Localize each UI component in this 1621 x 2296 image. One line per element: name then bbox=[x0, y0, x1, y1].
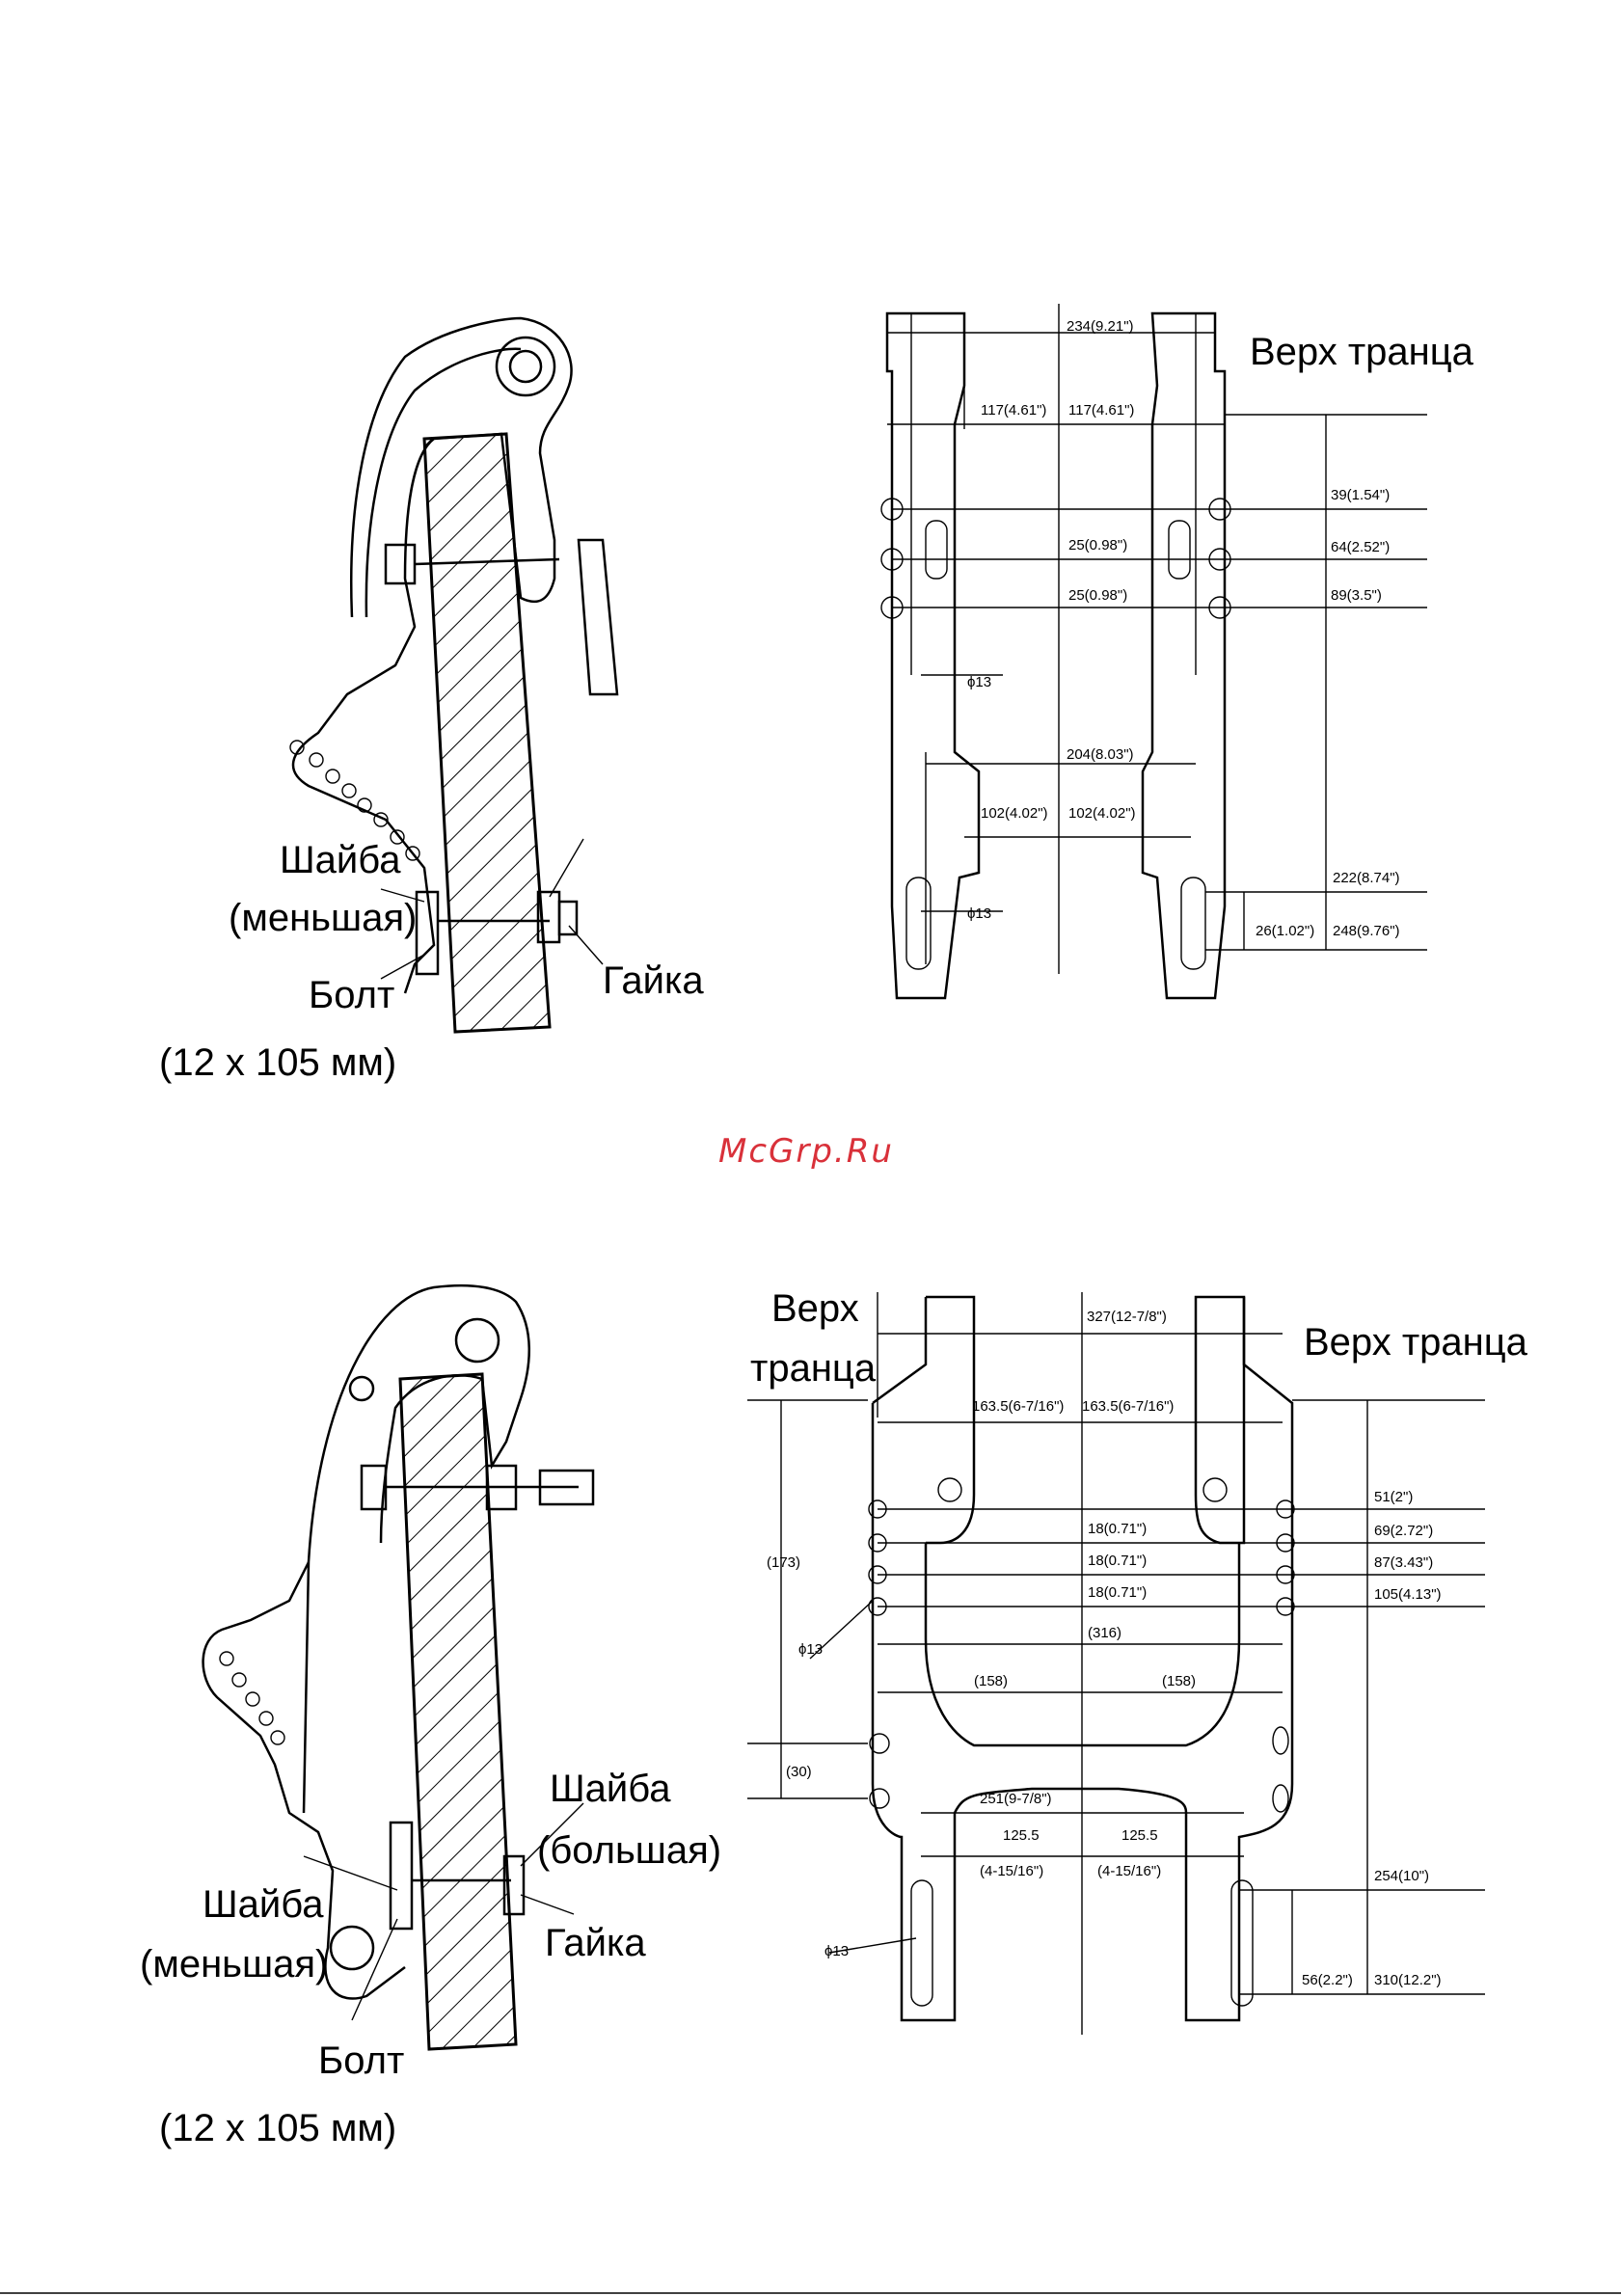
bracket-slot-2 bbox=[348, 1375, 375, 1402]
dim2-lh-right: 125.5 bbox=[1121, 1827, 1158, 1844]
bracket-outline-2 bbox=[302, 1283, 530, 1814]
lower-bolt-size: (12 x 105 мм) bbox=[159, 2107, 396, 2149]
adjust-holes-2 bbox=[219, 1651, 285, 1745]
adjust-holes bbox=[289, 740, 420, 861]
lower-side-view: Шайба (большая) Шайба (меньшая) Болт (12… bbox=[140, 1283, 721, 2149]
bracket-inner-plan-2 bbox=[924, 1543, 1241, 1747]
dim-39: 39(1.54") bbox=[1331, 487, 1390, 503]
dim-half-right: 117(4.61") bbox=[1068, 402, 1134, 419]
lower-bolt-label: Болт bbox=[318, 2039, 404, 2082]
dim2-lh-right-in: (4-15/16") bbox=[1097, 1863, 1161, 1879]
dim2-254: 254(10") bbox=[1374, 1868, 1429, 1884]
bracket-pivot-inner bbox=[508, 349, 543, 384]
bracket-outline-plan-2 bbox=[871, 1297, 1294, 2022]
dim-lower-half-right: 102(4.02") bbox=[1068, 805, 1136, 822]
bracket-lower-2 bbox=[202, 1561, 406, 2000]
lower-transom-top-left-1: Верх bbox=[771, 1287, 859, 1330]
dim2-105: 105(4.13") bbox=[1374, 1586, 1442, 1603]
leader-nut bbox=[568, 925, 604, 965]
lower-washer-big-label: Шайба bbox=[550, 1768, 671, 1810]
dim2-lh-left: 125.5 bbox=[1003, 1827, 1040, 1844]
dim-hole2: ϕ13 bbox=[967, 905, 991, 922]
dimension-lines bbox=[887, 332, 1427, 964]
leader-nut-2 bbox=[520, 1894, 575, 1915]
watermark: McGrp.Ru bbox=[718, 1132, 894, 1171]
leader-washer-big bbox=[520, 1802, 584, 1867]
leader-bolt-2 bbox=[351, 1918, 398, 2021]
bracket-hole-low-2 bbox=[329, 1925, 375, 1971]
dim-222: 222(8.74") bbox=[1333, 870, 1400, 886]
dim-lower-width: 204(8.03") bbox=[1067, 746, 1134, 763]
dim-lower-half-left: 102(4.02") bbox=[981, 805, 1048, 822]
dim2-69: 69(2.72") bbox=[1374, 1523, 1433, 1539]
leader-washer-small bbox=[303, 1855, 398, 1891]
upper-bolt-2 bbox=[360, 1464, 595, 1511]
dim2-56: 56(2.2") bbox=[1302, 1972, 1353, 1988]
bracket-pivot-2 bbox=[454, 1317, 500, 1364]
leader-washer bbox=[380, 888, 425, 903]
lower-washer-small-label: Шайба bbox=[203, 1883, 324, 1926]
clamp-screw bbox=[384, 538, 619, 696]
upper-plan-view: Верх транца 234(9.21") 117(4.61") 117(4.… bbox=[880, 304, 1474, 1000]
dim-half-left: 117(4.61") bbox=[981, 402, 1046, 419]
dim2-51: 51(2") bbox=[1374, 1489, 1413, 1505]
dim2-lh-left-in: (4-15/16") bbox=[980, 1863, 1043, 1879]
dim2-half-right: 163.5(6-7/16") bbox=[1082, 1398, 1174, 1415]
lower-bolt bbox=[415, 890, 579, 976]
dim-25b: 25(0.98") bbox=[1068, 587, 1127, 604]
lower-bolt-2 bbox=[389, 1821, 526, 1931]
bracket-outline bbox=[291, 316, 573, 994]
dimension-lines-2 bbox=[747, 1292, 1485, 1995]
dim2-316: (316) bbox=[1088, 1625, 1121, 1641]
dim2-310: 310(12.2") bbox=[1374, 1972, 1442, 1988]
right-bracket-outline bbox=[1141, 311, 1227, 1000]
upper-bolt-size: (12 x 105 мм) bbox=[159, 1041, 396, 1084]
dim-26: 26(1.02") bbox=[1256, 923, 1314, 939]
leader-bolt bbox=[380, 954, 425, 980]
dim2-158a: (158) bbox=[974, 1673, 1008, 1689]
dim2-87: 87(3.43") bbox=[1374, 1554, 1433, 1571]
dim2-top-width: 327(12-7/8") bbox=[1087, 1309, 1167, 1325]
upper-bolt-label: Болт bbox=[309, 974, 394, 1016]
upper-transom-top: Верх транца bbox=[1250, 331, 1474, 373]
transom-board bbox=[422, 432, 552, 1034]
lower-plan-view: Верх транца Верх транца 327(12-7/8") 163… bbox=[747, 1287, 1528, 2035]
dim2-hole1: ϕ13 bbox=[798, 1641, 823, 1658]
upper-side-view: Шайба (меньшая) Болт (12 x 105 мм) Гайка bbox=[159, 316, 704, 1084]
dim2-18c: 18(0.71") bbox=[1088, 1584, 1147, 1601]
dim2-30: (30) bbox=[786, 1764, 812, 1780]
dim2-lower-width: 251(9-7/8") bbox=[980, 1791, 1052, 1807]
dim-64: 64(2.52") bbox=[1331, 539, 1390, 555]
dim-89: 89(3.5") bbox=[1331, 587, 1382, 604]
lower-nut-label: Гайка bbox=[545, 1922, 646, 1964]
dim-248: 248(9.76") bbox=[1333, 923, 1400, 939]
leader-washer-r bbox=[549, 838, 584, 898]
dim2-158b: (158) bbox=[1162, 1673, 1196, 1689]
lower-transom-top-right: Верх транца bbox=[1304, 1321, 1528, 1364]
dim2-half-left: 163.5(6-7/16") bbox=[972, 1398, 1064, 1415]
dim2-18b: 18(0.71") bbox=[1088, 1553, 1147, 1569]
lower-washer-small-size: (меньшая) bbox=[140, 1943, 328, 1985]
dim2-hole2: ϕ13 bbox=[824, 1943, 849, 1959]
bracket-pivot bbox=[495, 336, 556, 397]
upper-nut-label: Гайка bbox=[603, 959, 704, 1002]
dim-hole1: ϕ13 bbox=[967, 674, 991, 690]
dim2-18a: 18(0.71") bbox=[1088, 1521, 1147, 1537]
upper-washer-size: (меньшая) bbox=[229, 897, 417, 939]
dim-25a: 25(0.98") bbox=[1068, 537, 1127, 554]
dim2-173: (173) bbox=[767, 1554, 800, 1571]
upper-washer-label: Шайба bbox=[280, 839, 401, 881]
left-bracket-outline bbox=[885, 311, 981, 1000]
mounting-holes bbox=[880, 498, 1231, 970]
lower-transom-top-left-2: транца bbox=[750, 1347, 877, 1390]
lower-washer-big-size: (большая) bbox=[537, 1829, 721, 1872]
transom-board-2 bbox=[398, 1372, 518, 2051]
dim-top-width: 234(9.21") bbox=[1067, 318, 1134, 335]
bracket-inner bbox=[365, 347, 522, 618]
